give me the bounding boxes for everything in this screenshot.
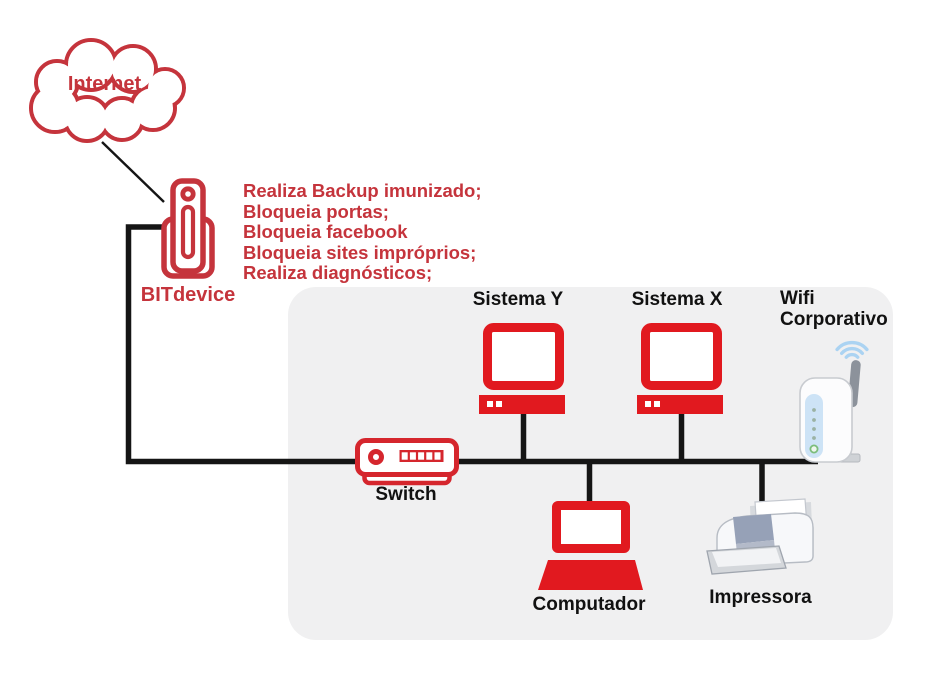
laptop-icon bbox=[538, 501, 643, 590]
wifi-router-icon bbox=[799, 340, 869, 463]
computador-label: Computador bbox=[532, 594, 646, 615]
wifi-label-line1: Wifi bbox=[780, 288, 815, 309]
sistema-x-label: Sistema X bbox=[631, 289, 723, 310]
sistema-y-label: Sistema Y bbox=[472, 289, 564, 310]
bitdevice-feature-list: Realiza Backup imunizado; Bloqueia porta… bbox=[243, 180, 482, 284]
bitdevice-label: BITdevice bbox=[140, 284, 236, 306]
cloud-icon bbox=[29, 38, 186, 143]
feature-item: Bloqueia facebook bbox=[243, 221, 408, 242]
desktop-monitor-icon-sistema-x bbox=[637, 323, 723, 414]
network-switch-icon bbox=[355, 438, 459, 486]
lan-bus-line bbox=[125, 224, 818, 465]
feature-item: Bloqueia portas; bbox=[243, 200, 389, 222]
wifi-corporativo-label: Wifi Corporativo bbox=[780, 288, 888, 330]
feature-item: Realiza Backup imunizado; bbox=[243, 180, 482, 201]
desktop-monitor-icon-sistema-y bbox=[479, 323, 565, 414]
wifi-label-line2: Corporativo bbox=[780, 308, 888, 330]
wifi-signal-arcs bbox=[835, 340, 869, 359]
usb-security-device-icon bbox=[161, 178, 215, 279]
printer-icon bbox=[706, 498, 814, 575]
internet-label: Internet bbox=[67, 73, 142, 95]
feature-item: Bloqueia sites impróprios; bbox=[243, 241, 477, 263]
feature-item: Realiza diagnósticos; bbox=[243, 262, 433, 283]
switch-label: Switch bbox=[375, 484, 437, 505]
impressora-label: Impressora bbox=[709, 587, 812, 608]
internet-to-bitdevice-line bbox=[101, 141, 165, 203]
